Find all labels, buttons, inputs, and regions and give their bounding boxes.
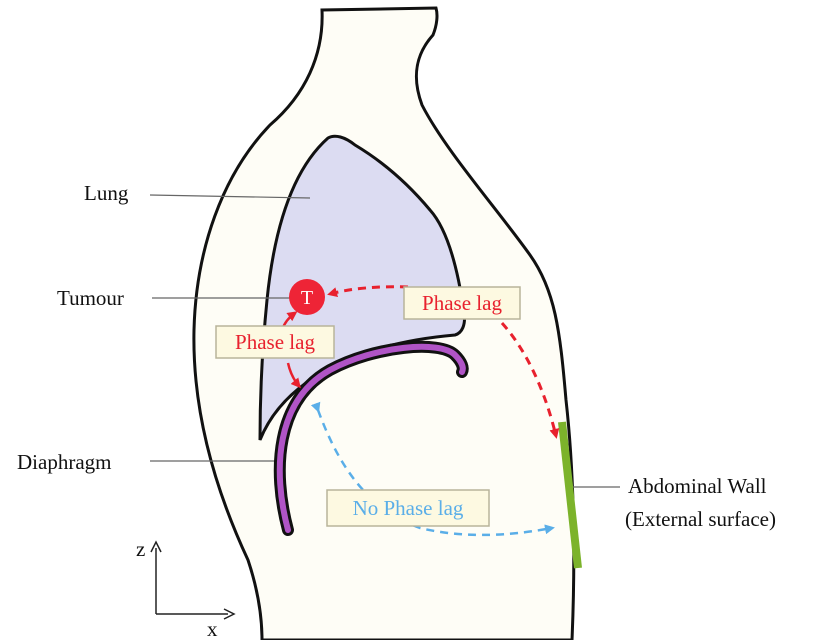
lung-label: Lung [84, 181, 129, 205]
z-axis-label: z [136, 537, 145, 561]
abdominal-wall-label: Abdominal Wall [628, 474, 767, 498]
phase-lag-label-left: Phase lag [235, 330, 315, 354]
external-surface-label: (External surface) [625, 507, 776, 531]
phase-lag-label-upper: Phase lag [422, 291, 502, 315]
x-axis-label: x [207, 617, 218, 640]
diaphragm-label: Diaphragm [17, 450, 111, 474]
tumour-marker-text: T [301, 287, 313, 309]
no-phase-lag-label: No Phase lag [353, 496, 464, 520]
tumour-label: Tumour [57, 286, 124, 310]
